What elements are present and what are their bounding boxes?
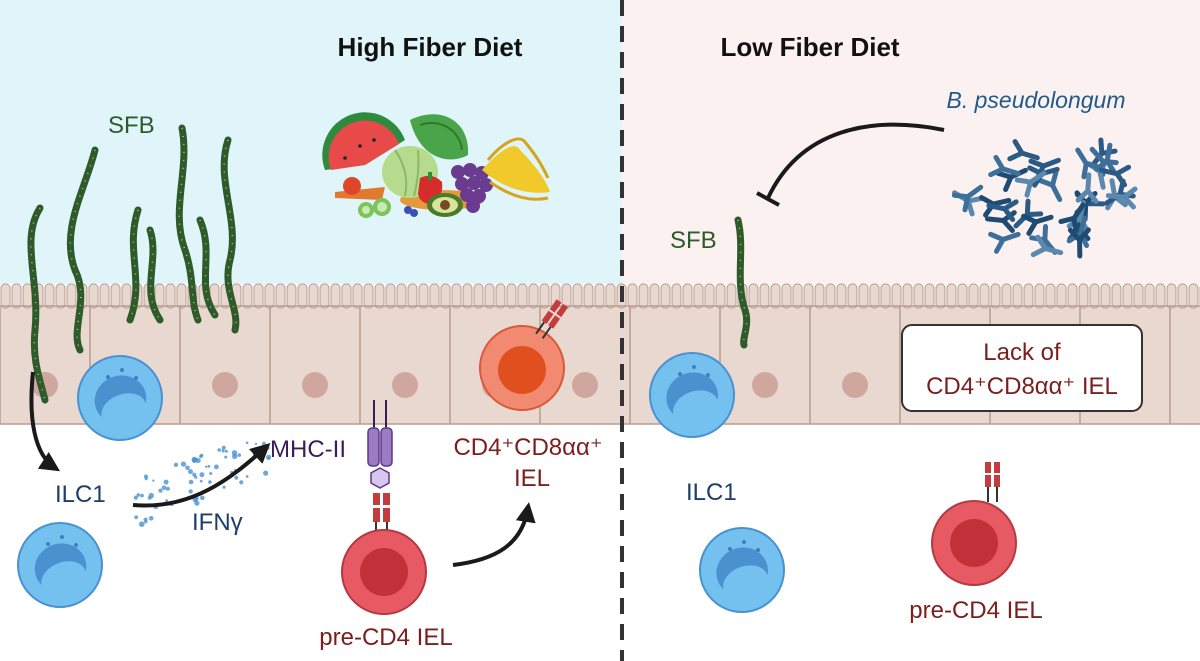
sfb-segments-right: [737, 219, 748, 346]
b-pseudolongum-icon: [951, 137, 1138, 259]
fruits-vegetables-icon: [322, 112, 550, 218]
ilc1-cell-right-lamina: [699, 527, 785, 613]
pre-cd4-iel-cell-left: [341, 529, 427, 615]
sfb-label-right: SFB: [670, 227, 717, 254]
lack-of-iel-line2: CD4⁺CD8αα⁺ IEL: [926, 373, 1118, 400]
left-panel-title: High Fiber Diet: [338, 32, 523, 62]
cd4-cd8aa-iel-label: CD4⁺CD8αα⁺: [453, 434, 602, 461]
ilc1-label-left: ILC1: [55, 481, 106, 508]
inhibition-bar: [756, 191, 780, 207]
ifng-to-mhc-arrow: [132, 442, 271, 508]
pre-cd4-iel-label-left: pre-CD4 IEL: [319, 624, 452, 651]
bacteria-label: B. pseudolongum: [946, 87, 1125, 113]
sfb-label-left: SFB: [108, 112, 155, 139]
ilc1-cell-left-lamina: [17, 522, 103, 608]
ilc1-label-right: ILC1: [686, 479, 737, 506]
mhc-ii-label: MHC-II: [270, 436, 346, 463]
tcr-receptor-iel: [535, 299, 569, 339]
sfb-segments-left: [30, 127, 237, 401]
ilc1-cell-right-epithelial: [649, 352, 735, 438]
right-panel-background: [622, 0, 1200, 284]
cd4-cd8aa-iel-label-line2: IEL: [514, 465, 550, 492]
lack-of-iel-line1: Lack of: [983, 339, 1061, 366]
differentiation-arrow: [452, 502, 536, 567]
left-panel-background: [0, 0, 622, 284]
pre-cd4-iel-cell-right: [931, 500, 1017, 586]
lack-of-iel-box: [901, 324, 1143, 412]
inhibition-line: [766, 122, 945, 199]
cd4-cd8aa-iel-cell: [479, 325, 565, 411]
right-panel-title: Low Fiber Diet: [720, 32, 899, 62]
tcr-receptor-right: [985, 462, 1000, 502]
mhc-ii-molecule: [367, 400, 393, 489]
ilc1-cell-left-epithelial: [77, 355, 163, 441]
pre-cd4-iel-label-right: pre-CD4 IEL: [909, 597, 1042, 624]
ifng-label: IFNγ: [192, 509, 243, 536]
sfb-to-ilc1-arrow: [29, 371, 61, 472]
